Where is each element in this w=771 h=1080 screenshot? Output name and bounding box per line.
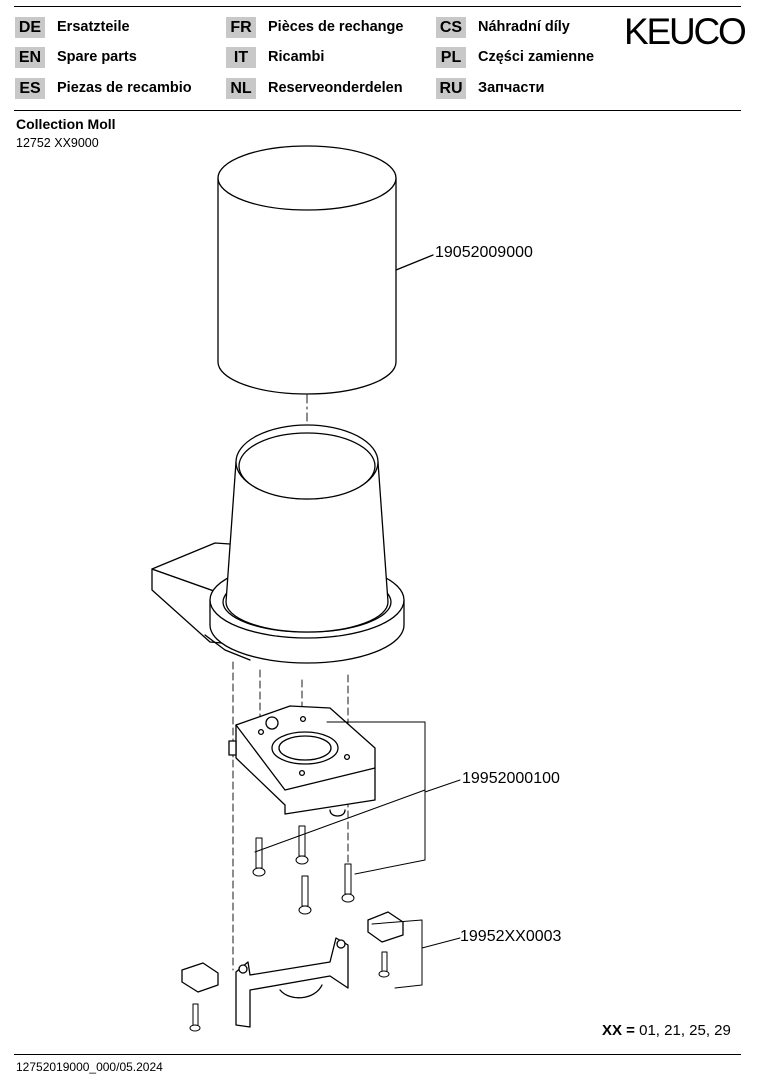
header-top-rule (14, 6, 741, 7)
lang-text: Spare parts (57, 49, 137, 65)
screw (341, 863, 355, 903)
lang-text: Reserveonderdelen (268, 80, 403, 96)
lang-text: Piezas de recambio (57, 80, 192, 96)
part-number-label: 19952XX0003 (460, 928, 562, 945)
clip-part (181, 911, 404, 993)
product-number: 12752 XX9000 (16, 136, 99, 150)
lang-text: Ricambi (268, 49, 325, 65)
header-bottom-rule (14, 110, 741, 111)
tumbler-part (217, 145, 397, 395)
lang-code: RU (436, 78, 466, 99)
lang-code: CS (436, 17, 466, 38)
screw (295, 825, 309, 865)
lang-code: FR (226, 17, 256, 38)
screw (378, 951, 390, 978)
product-title: Collection Moll (16, 116, 116, 132)
lang-code: IT (226, 47, 256, 68)
document-id: 12752019000_000/05.2024 (16, 1060, 163, 1074)
screw (189, 1003, 201, 1032)
tumbler-leader-line (395, 254, 434, 271)
finish-codes: XX = 01, 21, 25, 29 (602, 1022, 731, 1039)
part-number-label: 19952000100 (462, 770, 560, 787)
lang-code: NL (226, 78, 256, 99)
lang-text: Części zamienne (478, 49, 595, 65)
holder-part (151, 424, 405, 664)
bracket-part (235, 937, 349, 1028)
finish-label: XX = (602, 1022, 635, 1039)
lang-text: Запчасти (478, 80, 545, 96)
lang-text: Ersatzteile (57, 19, 130, 35)
lang-code: DE (15, 17, 45, 38)
lang-code: ES (15, 78, 45, 99)
lang-code: PL (436, 47, 466, 68)
finish-values: 01, 21, 25, 29 (639, 1022, 731, 1039)
screw (252, 837, 266, 877)
brand-logo: KEUCO (624, 11, 747, 52)
lang-text: Pièces de rechange (268, 19, 404, 35)
mounting-plate-part (228, 705, 376, 817)
lang-text: Náhradní díly (478, 19, 570, 35)
leader-lines (254, 721, 461, 989)
footer-rule (14, 1054, 741, 1055)
screws (189, 825, 390, 1032)
lang-code: EN (15, 47, 45, 68)
part-number-label: 19052009000 (435, 244, 533, 261)
screw (298, 875, 312, 915)
